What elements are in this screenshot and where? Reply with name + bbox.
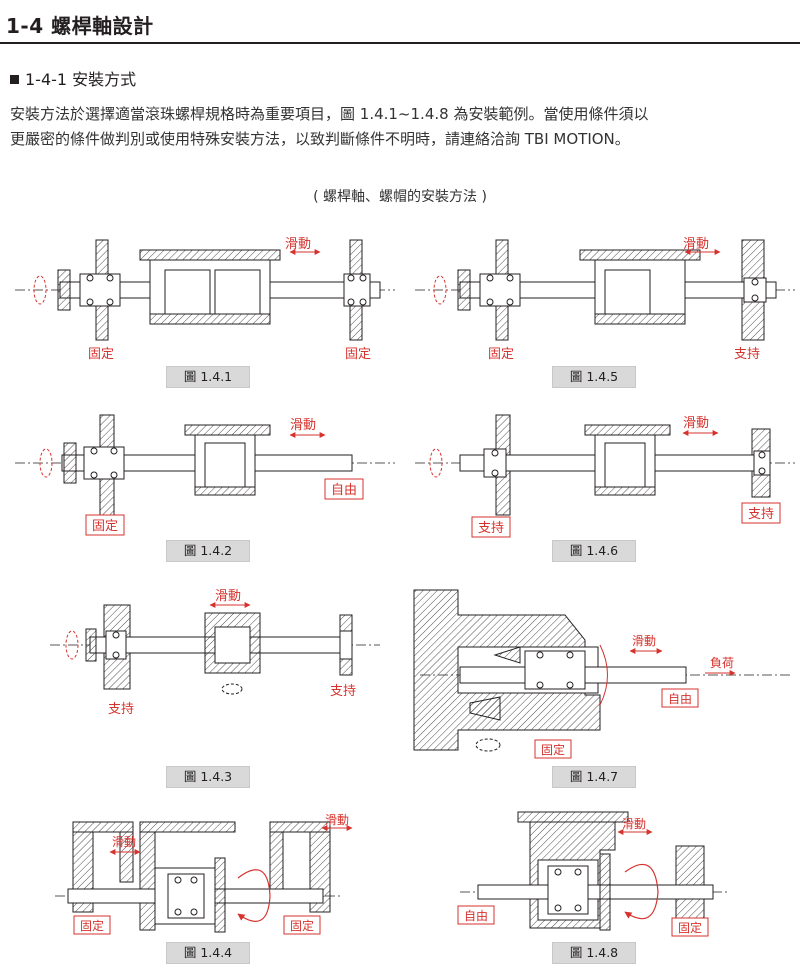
diagram-caption: ( 螺桿軸、螺帽的安裝方法 )	[313, 189, 487, 205]
diagram-1-4-4: 滑動 滑動 固定 固定	[55, 813, 353, 935]
figure-1-4-4: 滑動 滑動 固定 固定	[0, 810, 400, 940]
left-support-label: 固定	[92, 519, 118, 534]
free-end-label: 自由	[464, 909, 488, 923]
diagram-1-4-2: 滑動 自由 固定	[15, 414, 395, 536]
slide-label-left: 滑動	[112, 835, 136, 849]
left-support-label: 固定	[88, 347, 114, 362]
slide-label-right: 滑動	[325, 813, 349, 827]
load-label: 負荷	[710, 656, 734, 670]
figure-label-1-4-8: 圖 1.4.8	[552, 942, 636, 964]
figure-1-4-2: 滑動 自由 固定	[0, 405, 400, 540]
slide-label: 滑動	[683, 416, 709, 431]
slide-label: 滑動	[215, 589, 241, 604]
figure-label-1-4-3: 圖 1.4.3	[166, 766, 250, 788]
slide-label: 滑動	[285, 237, 311, 252]
right-support-label: 固定	[345, 347, 371, 362]
slide-label: 滑動	[290, 418, 316, 433]
diagram-1-4-7: 滑動 負荷 自由 固定	[413, 589, 790, 759]
right-support-label: 固定	[678, 920, 702, 935]
slide-label: 滑動	[683, 237, 709, 252]
figure-1-4-8: 滑動 自由 固定	[400, 810, 800, 940]
diagram-1-4-1: 滑動 固定 固定	[15, 237, 395, 362]
left-support-label: 固定	[80, 918, 104, 933]
square-bullet-icon	[10, 75, 19, 84]
figure-label-1-4-6: 圖 1.4.6	[552, 540, 636, 562]
right-support-label: 固定	[290, 918, 314, 933]
title-divider	[0, 42, 800, 44]
figure-1-4-5: 滑動 固定 支持	[400, 230, 800, 370]
diagram-1-4-3: 滑動 支持 支持	[50, 589, 380, 717]
right-support-label: 支持	[734, 347, 760, 362]
figure-label-1-4-2: 圖 1.4.2	[166, 540, 250, 562]
intro-paragraph: 安裝方法於選擇適當滾珠螺桿規格時為重要項目，圖 1.4.1~1.4.8 為安裝範…	[10, 102, 795, 152]
right-support-label: 支持	[748, 507, 774, 522]
left-support-label: 支持	[108, 702, 134, 717]
section-heading: 1-4-1 安裝方式	[10, 66, 136, 90]
section-heading-text: 1-4-1 安裝方式	[25, 70, 137, 89]
figure-1-4-1: 滑動 固定 固定	[0, 230, 400, 370]
slide-label: 滑動	[632, 634, 656, 648]
intro-line-2: 更嚴密的條件做判別或使用特殊安裝方法，以致判斷條件不明時，請連絡洽詢 TBI M…	[10, 130, 630, 148]
figure-1-4-7: 滑動 負荷 自由 固定	[400, 585, 800, 765]
figure-label-1-4-5: 圖 1.4.5	[552, 366, 636, 388]
figure-label-1-4-1: 圖 1.4.1	[166, 366, 250, 388]
figure-label-1-4-7: 圖 1.4.7	[552, 766, 636, 788]
left-support-label: 支持	[478, 521, 504, 536]
figure-1-4-6: 滑動 支持 支持	[400, 405, 800, 540]
left-support-label: 固定	[541, 742, 565, 757]
slide-label: 滑動	[622, 817, 646, 831]
figure-1-4-3: 滑動 支持 支持	[0, 585, 400, 720]
diagram-1-4-6: 滑動 支持 支持	[415, 414, 795, 538]
free-end-label: 自由	[331, 483, 357, 498]
free-end-label: 自由	[668, 692, 692, 706]
intro-line-1: 安裝方法於選擇適當滾珠螺桿規格時為重要項目，圖 1.4.1~1.4.8 為安裝範…	[10, 105, 649, 123]
figure-label-1-4-4: 圖 1.4.4	[166, 942, 250, 964]
right-support-label: 支持	[330, 684, 356, 699]
page-title: 1-4 螺桿軸設計	[6, 14, 154, 38]
left-support-label: 固定	[488, 347, 514, 362]
diagram-1-4-5: 滑動 固定 支持	[415, 237, 795, 362]
diagram-1-4-8: 滑動 自由 固定	[457, 811, 730, 937]
